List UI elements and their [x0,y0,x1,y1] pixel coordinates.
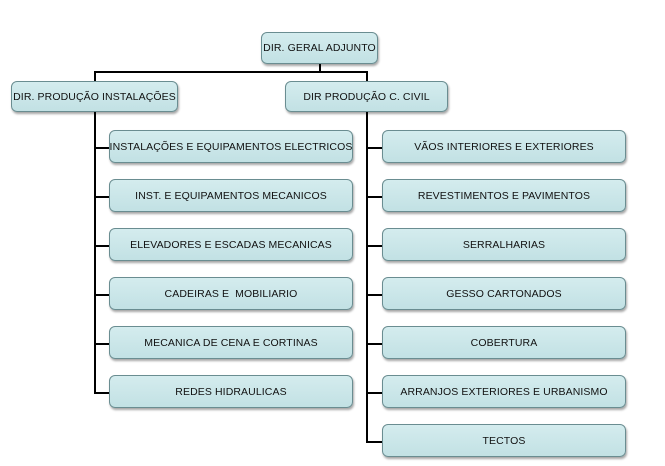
connector-line [94,71,96,81]
node-item: TECTOS [382,424,626,457]
node-item: REVESTIMENTOS E PAVIMENTOS [382,179,626,212]
node-branch-construcao-civil: DIR PRODUÇÃO C. CIVIL [285,81,448,112]
node-item: REDES HIDRAULICAS [109,375,353,408]
node-item: ARRANJOS EXTERIORES E URBANISMO [382,375,626,408]
connector-line [366,441,382,443]
connector-line [94,294,109,296]
node-branch-instalacoes: DIR. PRODUÇÃO INSTALAÇÕES [11,81,178,112]
node-item: INSTALAÇÕES E EQUIPAMENTOS ELECTRICOS [109,130,353,163]
node-item: MECANICA DE CENA E CORTINAS [109,326,353,359]
node-item: VÃOS INTERIORES E EXTERIORES [382,130,626,163]
connector-line [366,245,382,247]
connector-line [366,112,368,443]
node-root: DIR. GERAL ADJUNTO [261,32,378,64]
connector-line [319,64,321,72]
connector-line [366,71,368,81]
connector-line [94,71,367,73]
connector-line [94,147,109,149]
connector-line [366,196,382,198]
connector-line [94,112,96,394]
connector-line [94,245,109,247]
connector-line [366,147,382,149]
connector-line [94,196,109,198]
node-item: INST. E EQUIPAMENTOS MECANICOS [109,179,353,212]
connector-line [94,392,109,394]
connector-line [366,294,382,296]
node-item: COBERTURA [382,326,626,359]
node-item: GESSO CARTONADOS [382,277,626,310]
node-item: CADEIRAS E MOBILIARIO [109,277,353,310]
node-item: ELEVADORES E ESCADAS MECANICAS [109,228,353,261]
node-item: SERRALHARIAS [382,228,626,261]
connector-line [366,343,382,345]
connector-line [94,343,109,345]
connector-line [366,392,382,394]
